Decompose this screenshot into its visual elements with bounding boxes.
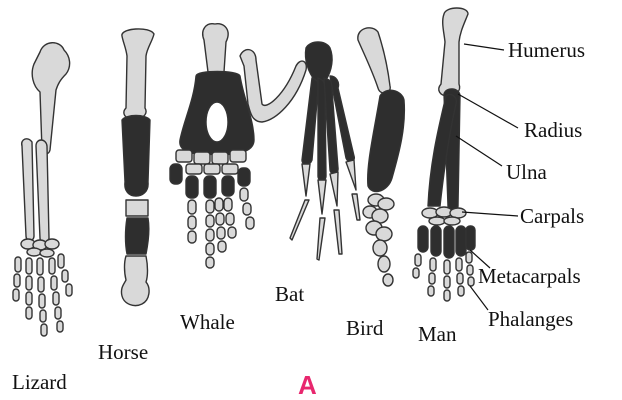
horse-forelimb [121,29,154,306]
bird-radius-ulna [368,90,405,191]
lizard-digits [13,254,72,336]
whale-humerus [203,24,228,72]
lizard-radius [22,139,34,241]
bat-radius-ulna [305,42,332,82]
horse-humerus [122,29,154,118]
bird-carpometacarpus [363,194,394,241]
whale-label: Whale [180,312,235,333]
carpals-leader [462,212,518,216]
phalanges-label: Phalanges [488,309,573,330]
radius-label: Radius [524,120,582,141]
human-carpals [422,207,466,225]
lizard-label: Lizard [12,372,67,393]
bird-humerus [358,28,390,93]
lizard-ulna [36,140,49,243]
bat-wing [240,42,360,260]
ulna-leader [456,136,502,166]
horse-metacarpal [126,218,149,254]
horse-phalanges [121,256,149,306]
carpals-label: Carpals [520,206,584,227]
whale-interosseous-gap [206,102,228,142]
horse-radius-ulna [122,116,150,197]
lizard-carpals [21,239,59,257]
horse-label: Horse [98,342,148,363]
human-phalanges [413,252,474,301]
human-humerus [439,8,468,96]
humerus-label: Humerus [508,40,585,61]
figure-letter: A [298,372,317,398]
man-label: Man [418,324,457,345]
metacarpals-label: Metacarpals [478,266,581,287]
human-arm [413,8,475,301]
bird-phalanges [373,240,393,286]
whale-phalanges [188,188,254,268]
humerus-leader [464,44,504,50]
phalanges-leader [470,286,488,310]
radius-leader [458,94,518,128]
ulna-label: Ulna [506,162,547,183]
lizard-humerus [32,43,69,154]
bird-label: Bird [346,318,383,339]
lizard-forelimb [13,43,72,336]
bird-wing [358,28,405,286]
horse-carpals [126,200,148,216]
bat-humerus [240,50,306,122]
bat-label: Bat [275,284,304,305]
